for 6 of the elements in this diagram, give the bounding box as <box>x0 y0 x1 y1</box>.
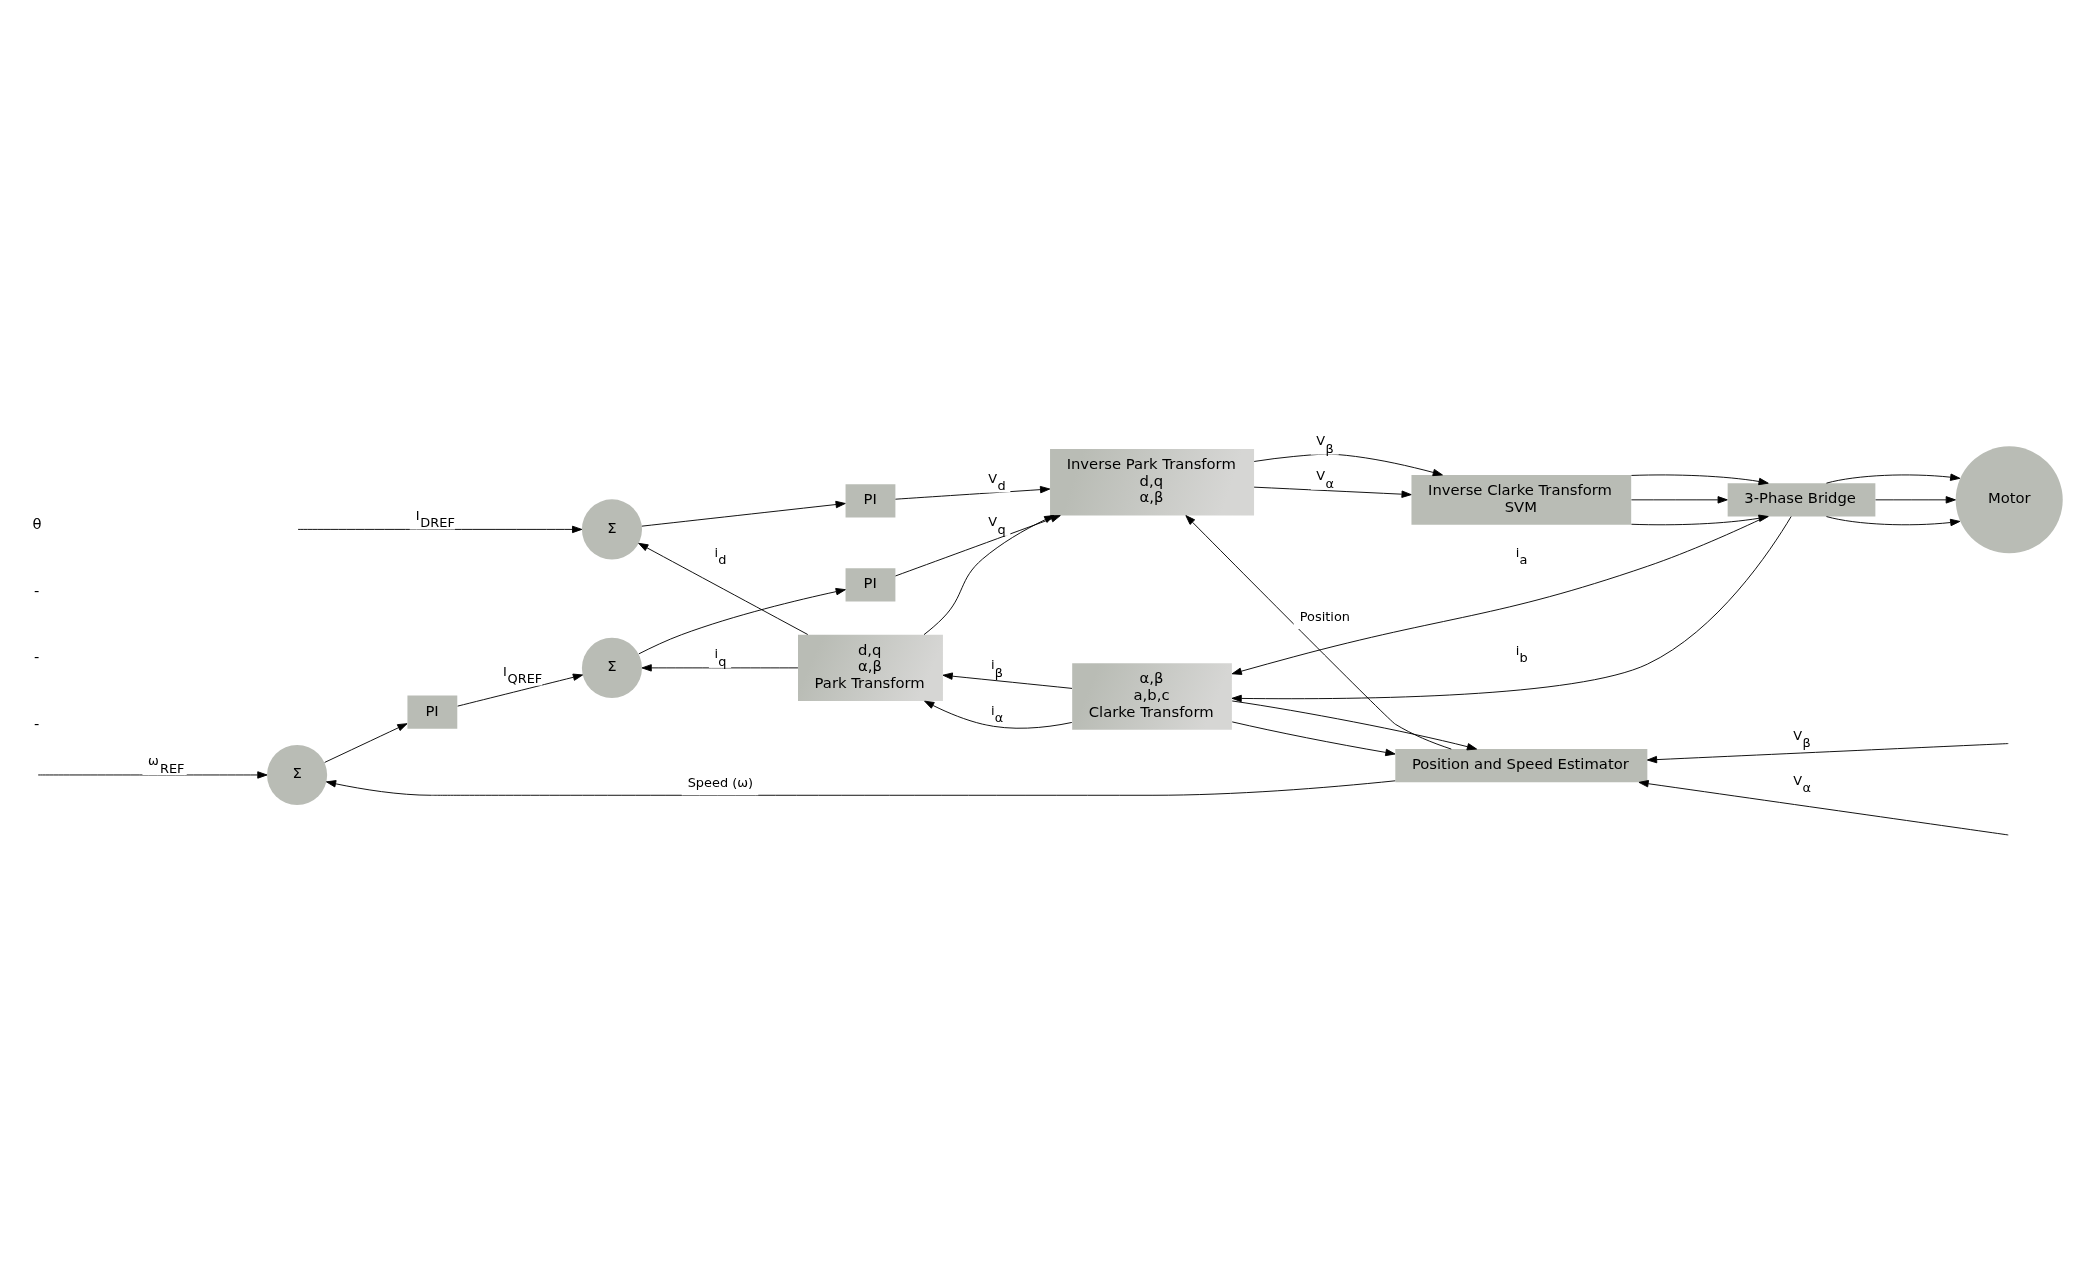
label: - <box>33 581 40 599</box>
edge-label: Speed (ω) <box>687 774 754 790</box>
label: - <box>33 648 40 666</box>
label: θ <box>32 515 42 533</box>
edge-label: Position <box>1299 608 1351 624</box>
label: - <box>33 714 40 732</box>
